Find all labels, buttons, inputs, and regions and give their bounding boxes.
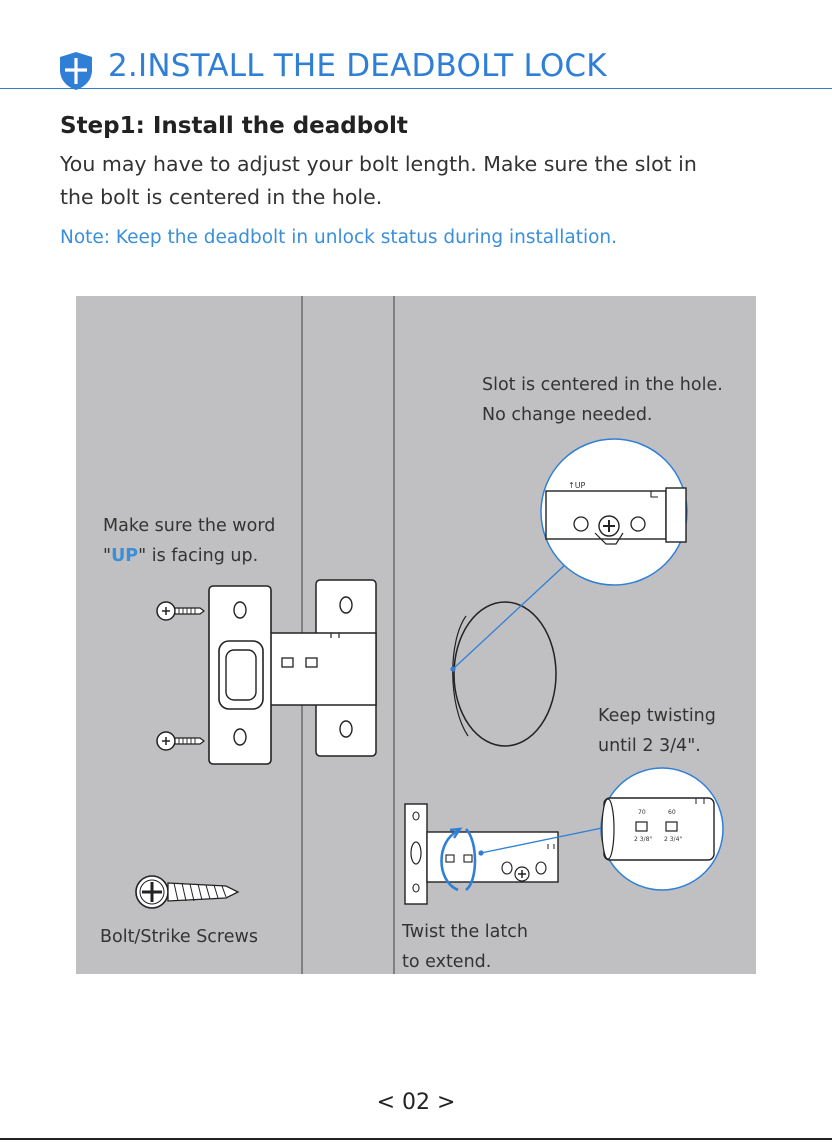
slot-label-line-2: No change needed.	[482, 400, 723, 430]
zoom-mark-70: 70	[638, 809, 646, 817]
screw-icon	[157, 732, 204, 750]
installation-illustration: ↑UP 70 60 2 3/8" 2 3/4" Slot is centered…	[76, 296, 756, 974]
up-label-line-1: Make sure the word	[103, 511, 275, 541]
keep-twisting-line-2: until 2 3/4".	[598, 731, 716, 761]
page-number: < 02 >	[0, 1090, 832, 1115]
length-zoom-callout	[601, 768, 723, 890]
up-label-rest: " is facing up.	[138, 546, 258, 566]
install-note: Note: Keep the deadbolt in unlock status…	[60, 227, 617, 248]
twist-latch-label: Twist the latch to extend.	[402, 917, 528, 974]
page-title: 2.INSTALL THE DEADBOLT LOCK	[108, 48, 607, 84]
zoom-mark-2-3-8: 2 3/8"	[634, 836, 652, 844]
slot-centered-label: Slot is centered in the hole. No change …	[482, 370, 723, 430]
slot-zoom-callout	[541, 439, 687, 585]
twist-latch-line-1: Twist the latch	[402, 917, 528, 947]
footer-divider	[0, 1138, 832, 1140]
description-line-1: You may have to adjust your bolt length.…	[60, 148, 780, 181]
zoom-mark-2-3-4: 2 3/4"	[664, 836, 682, 844]
zoom-mark-60: 60	[668, 809, 676, 817]
description-line-2: the bolt is centered in the hole.	[60, 181, 780, 214]
up-facing-label: Make sure the word "UP" is facing up.	[103, 511, 275, 571]
keep-twisting-line-1: Keep twisting	[598, 701, 716, 731]
bolt-face-plate	[209, 586, 271, 764]
up-word: UP	[111, 546, 138, 566]
screws-label: Bolt/Strike Screws	[100, 922, 258, 952]
keep-twisting-label: Keep twisting until 2 3/4".	[598, 701, 716, 761]
twist-latch-line-2: to extend.	[402, 947, 528, 974]
zoom-up-mark: ↑UP	[568, 481, 585, 491]
deadbolt	[266, 633, 376, 705]
slot-label-line-1: Slot is centered in the hole.	[482, 370, 723, 400]
header-divider	[0, 88, 832, 89]
section-header: 2.INSTALL THE DEADBOLT LOCK	[0, 40, 832, 90]
step-description: You may have to adjust your bolt length.…	[60, 148, 780, 214]
up-label-line-2: "UP" is facing up.	[103, 541, 275, 571]
shield-icon	[57, 50, 95, 92]
step-heading: Step1: Install the deadbolt	[60, 113, 408, 139]
screw-icon	[157, 602, 204, 620]
large-screw-icon	[136, 876, 238, 908]
quote-open: "	[103, 546, 111, 566]
